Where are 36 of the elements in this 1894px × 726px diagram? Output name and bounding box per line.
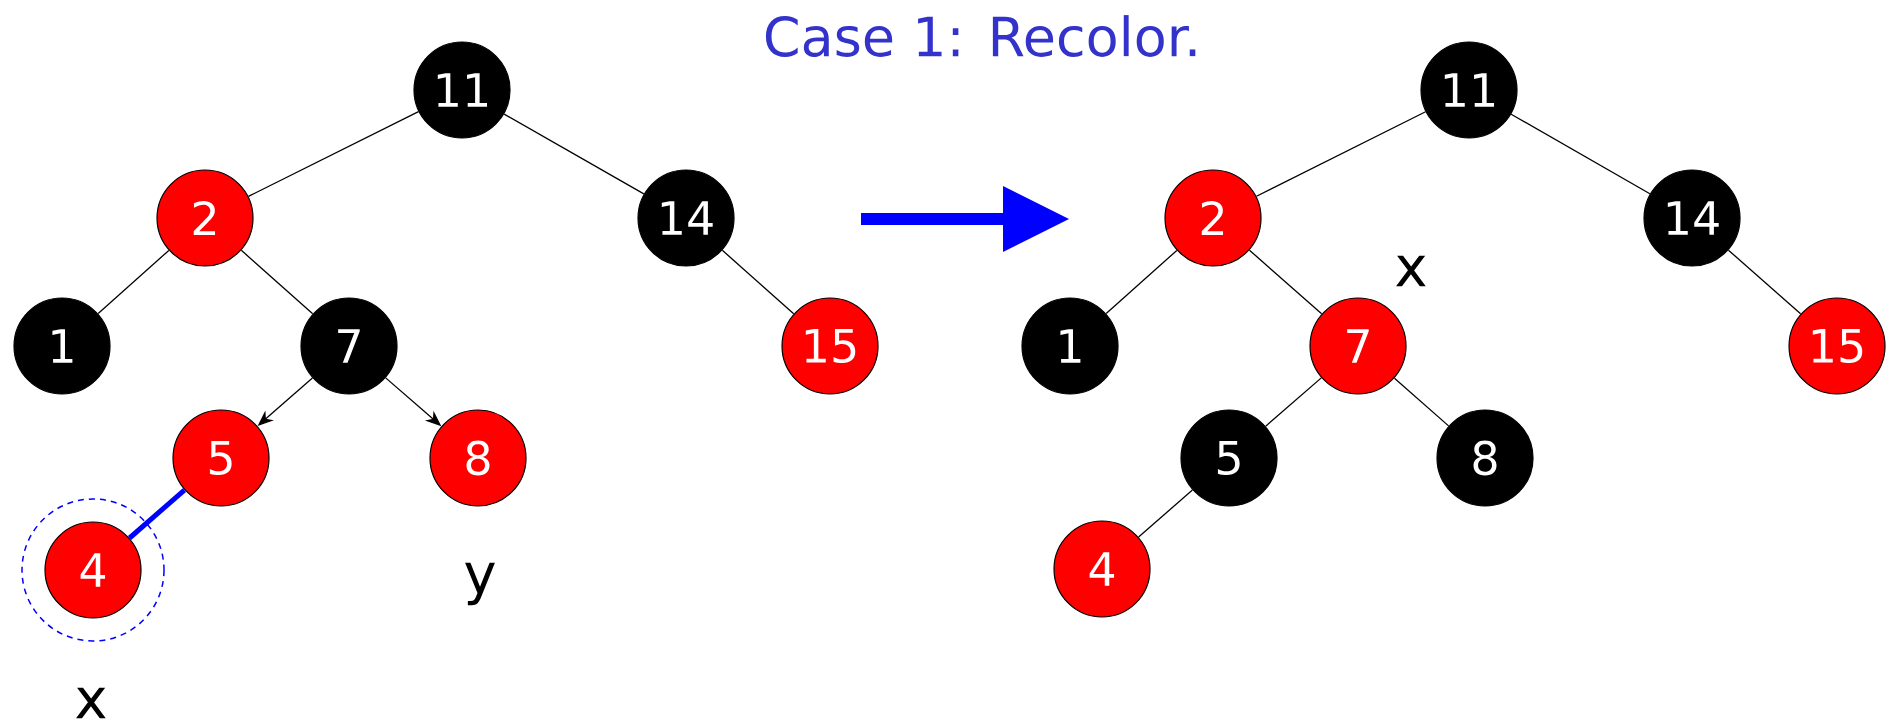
tree-node: 11 xyxy=(413,41,511,139)
tree-edge xyxy=(721,249,795,315)
tree-node: 1 xyxy=(1021,297,1119,395)
tree-node: 8 xyxy=(1436,409,1534,507)
tree-edge xyxy=(1727,249,1802,315)
tree-edge xyxy=(1510,113,1651,195)
tree-edge xyxy=(503,113,645,195)
tree-node: 2 xyxy=(156,169,254,267)
tree-node: 2 xyxy=(1164,169,1262,267)
tree-edge xyxy=(1255,111,1427,197)
tree-edge xyxy=(240,249,314,315)
tree-node: 5 xyxy=(172,409,270,507)
title: Case 1: Recolor. xyxy=(765,15,1196,57)
tree-edge xyxy=(127,488,187,540)
tree-node: 14 xyxy=(637,169,735,267)
tree-edge xyxy=(1137,489,1194,538)
tree-node: 5 xyxy=(1180,409,1278,507)
tree-node: 4 xyxy=(44,521,142,619)
tree-node: 7 xyxy=(300,297,398,395)
variable-label: x xyxy=(76,687,106,719)
tree-node: 8 xyxy=(429,409,527,507)
tree-edge xyxy=(1248,249,1323,315)
tree-node: 15 xyxy=(781,297,879,395)
tree-node: 7 xyxy=(1309,297,1407,395)
tree-edge xyxy=(247,111,420,197)
tree-node: 1 xyxy=(13,297,111,395)
tree-node: 11 xyxy=(1420,41,1518,139)
variable-label: x xyxy=(1396,255,1426,287)
variable-label: y xyxy=(465,562,495,606)
tree-edge xyxy=(97,249,170,315)
tree-edge xyxy=(1393,377,1450,427)
tree-node: 15 xyxy=(1788,297,1886,395)
tree-edge xyxy=(1105,249,1178,315)
tree-node: 4 xyxy=(1053,520,1151,618)
tree-edge xyxy=(1265,377,1322,427)
tree-node: 14 xyxy=(1643,169,1741,267)
